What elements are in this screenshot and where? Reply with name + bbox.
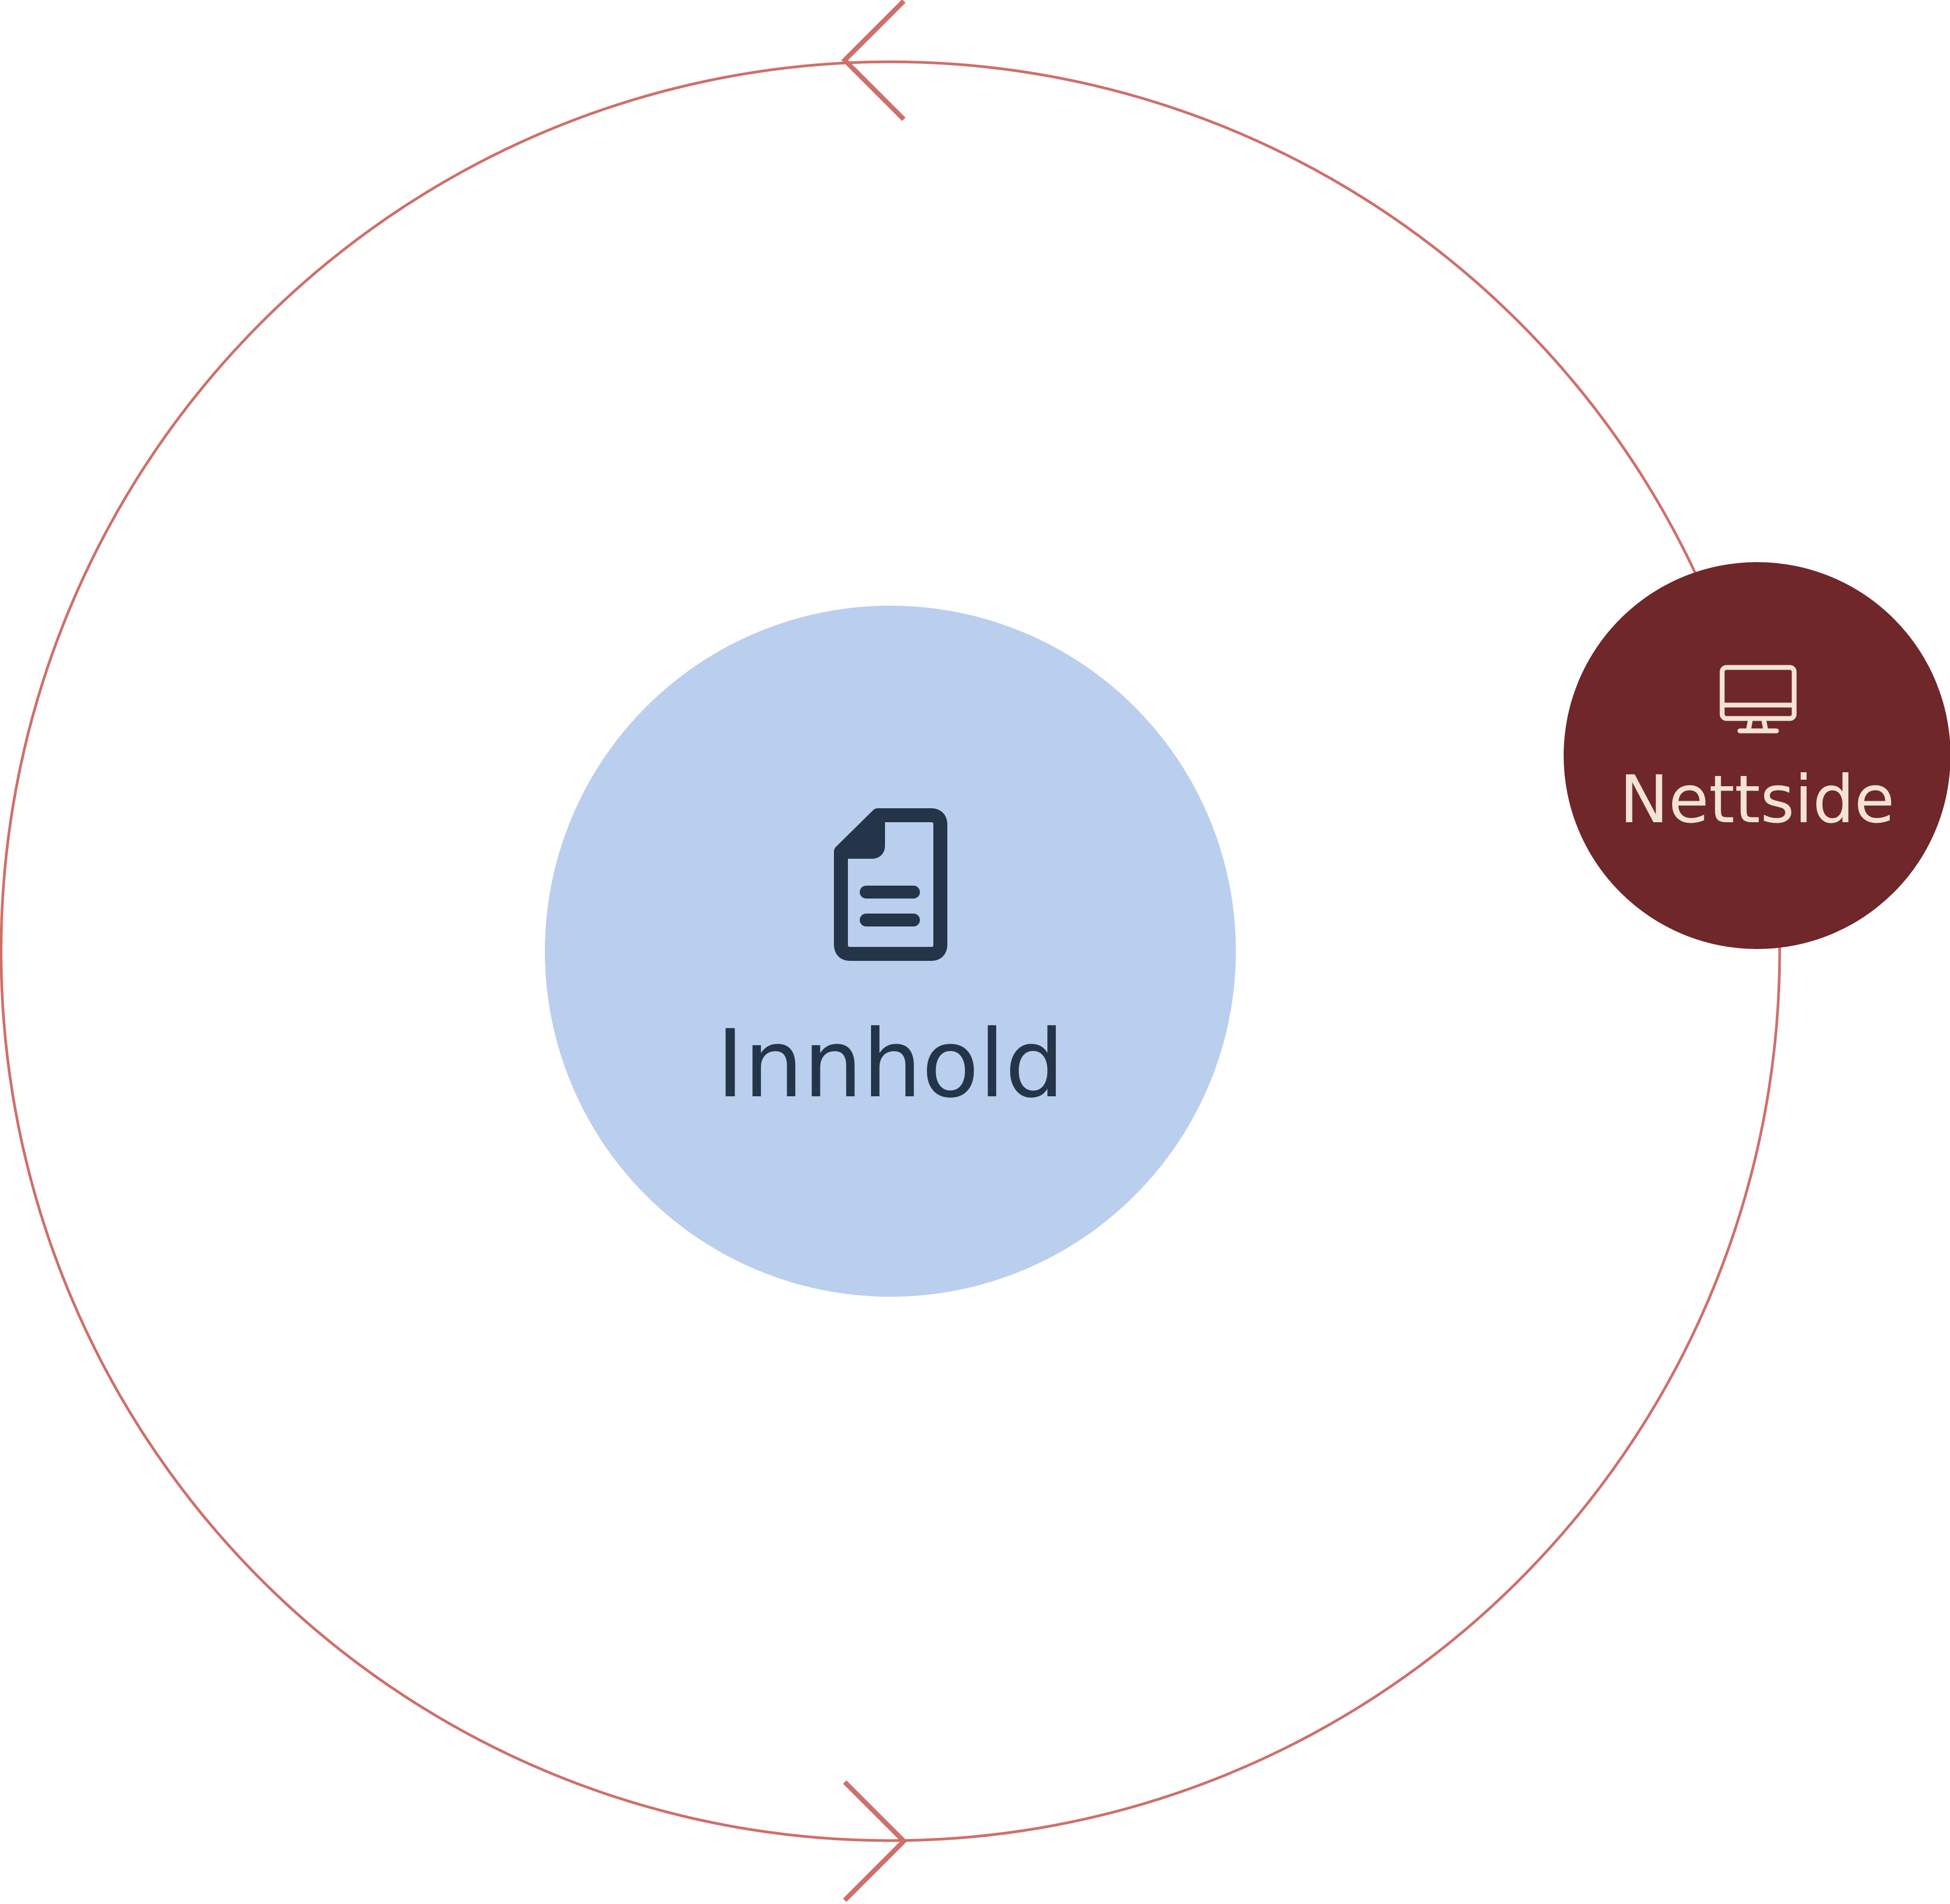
center-node: Innhold — [545, 606, 1236, 1297]
document-icon — [834, 808, 947, 961]
chevron-left-icon — [841, 0, 906, 121]
chevron-right-icon — [843, 1780, 908, 1902]
orbit-ring — [0, 60, 1781, 1842]
orbit-node-label: Nettside — [1620, 761, 1895, 838]
monitor-icon — [1719, 665, 1797, 734]
center-node-label: Innhold — [716, 1010, 1064, 1119]
orbit-node-circle — [1564, 562, 1950, 949]
orbit-node: Nettside — [1564, 562, 1950, 949]
